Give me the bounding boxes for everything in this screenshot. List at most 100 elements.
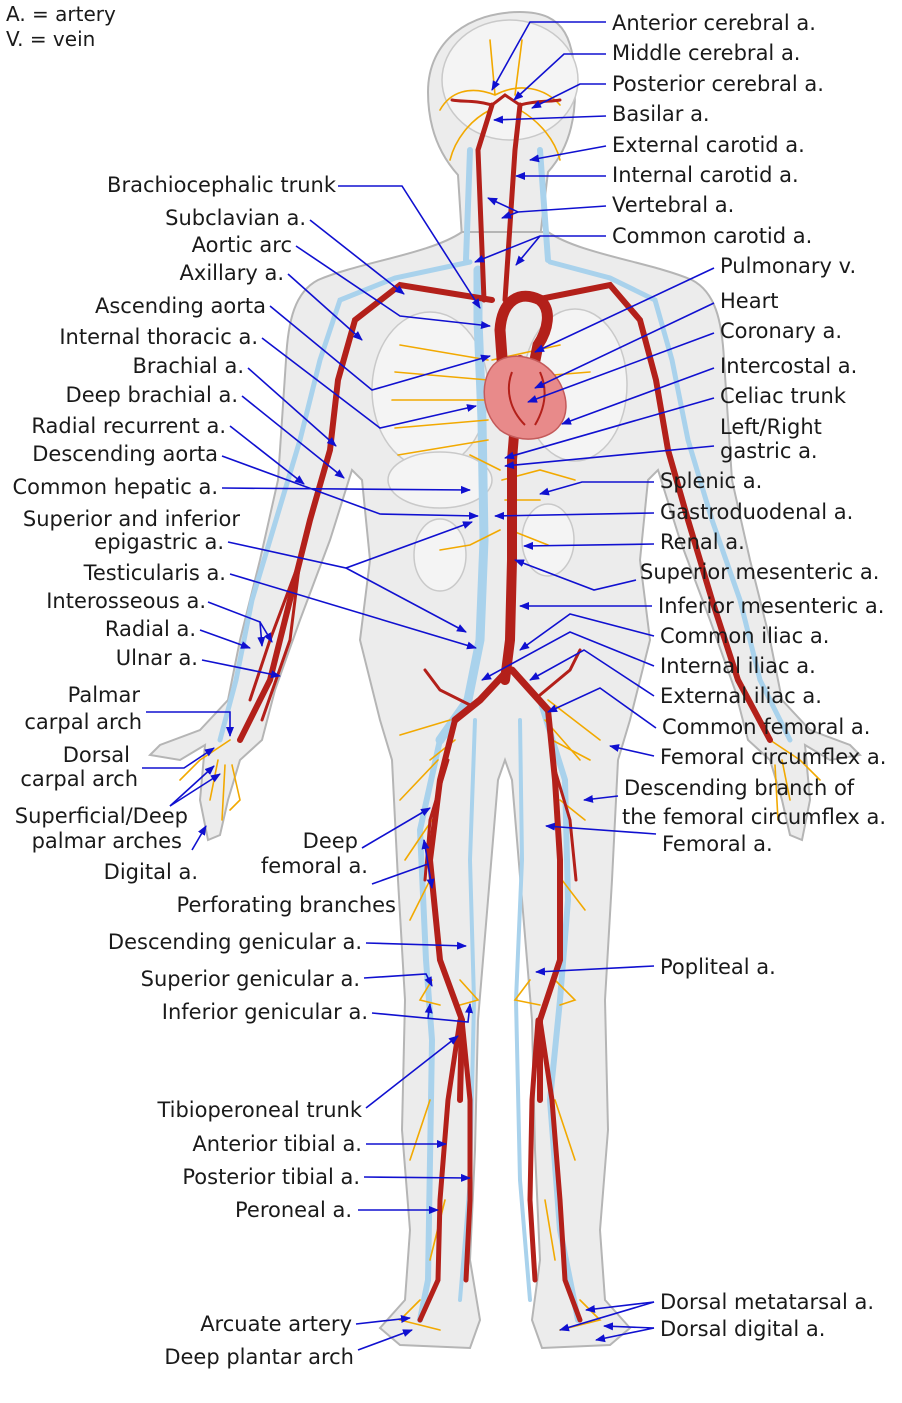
leader-deep-brachial: [241, 395, 345, 479]
leader-dorsal-metatarsal-a: [585, 1301, 655, 1313]
label-digital: Digital a.: [104, 860, 198, 884]
leader-radial: [199, 629, 251, 649]
label-coronary: Coronary a.: [720, 319, 842, 343]
left-lung: [371, 311, 489, 469]
label-dorsal-metatarsal: Dorsal metatarsal a.: [660, 1290, 874, 1314]
label-ulnar: Ulnar a.: [116, 646, 198, 670]
leader-desc-genicular: [365, 941, 467, 950]
leader-testicularis: [229, 573, 477, 650]
leader-radial-recurrent: [229, 425, 305, 485]
leader-common-carotid-b: [515, 235, 541, 266]
leader-dorsal-metatarsal-b: [559, 1301, 655, 1332]
leader-posterior-cerebral: [531, 83, 606, 109]
intercostal-branches: [391, 344, 591, 456]
cerebral-arteries: [450, 93, 562, 107]
label-gastric-line1: Left/Right: [720, 415, 822, 439]
leader-inf-genicular-a: [371, 1003, 473, 1023]
label-deep-brachial: Deep brachial a.: [66, 383, 238, 407]
label-brachial: Brachial a.: [132, 354, 244, 378]
leader-brachial: [247, 367, 337, 447]
leader-pulmonary-v: [534, 267, 715, 353]
labels-right: Anterior cerebral a. Middle cerebral a. …: [612, 11, 886, 1341]
right-kidney: [521, 503, 575, 577]
label-basilar: Basilar a.: [612, 102, 710, 126]
leader-common-iliac: [519, 613, 655, 651]
leader-internal-thoracic: [261, 337, 477, 429]
label-epigastric-line1: Superior and inferior: [23, 507, 240, 531]
leader-heart: [534, 302, 715, 389]
leader-gastric: [504, 445, 715, 470]
label-posterior-cerebral: Posterior cerebral a.: [612, 72, 824, 96]
liver: [387, 451, 493, 509]
label-descending-aorta: Descending aorta: [32, 442, 218, 466]
label-internal-thoracic: Internal thoracic a.: [59, 325, 258, 349]
leader-lines: [142, 21, 715, 1351]
leader-desc-branch: [583, 794, 619, 803]
label-dorsal-carpal-line2: carpal arch: [20, 767, 138, 791]
leader-brachiocephalic: [338, 185, 481, 309]
common-iliac-left: [508, 666, 552, 714]
leader-external-iliac: [529, 649, 655, 697]
label-peroneal: Peroneal a.: [235, 1198, 352, 1222]
leader-common-hepatic: [221, 485, 471, 494]
label-desc-branch-line2: the femoral circumflex a.: [622, 805, 886, 829]
heart-body: [483, 355, 567, 440]
leader-aortic-arc: [295, 245, 491, 329]
label-brachiocephalic: Brachiocephalic trunk: [107, 173, 337, 197]
vena-cava: [435, 265, 489, 745]
label-anterior-tibial: Anterior tibial a.: [192, 1132, 362, 1156]
label-testicularis: Testicularis a.: [83, 561, 226, 585]
label-external-iliac: External iliac a.: [660, 684, 822, 708]
label-heart: Heart: [720, 289, 778, 313]
leader-dorsal-carpal: [142, 747, 215, 769]
leader-popliteal: [535, 965, 655, 976]
arm-vein-left: [547, 259, 793, 743]
leader-posterior-tibial: [363, 1173, 471, 1182]
label-anterior-cerebral: Anterior cerebral a.: [612, 11, 816, 35]
label-intercostal: Intercostal a.: [720, 354, 857, 378]
legend: A. = artery V. = vein: [6, 2, 116, 51]
leader-dorsal-digital-a: [603, 1322, 655, 1331]
leader-gastroduodenal: [494, 511, 655, 520]
jugular-vein-right: [537, 147, 551, 263]
leader-tibioperoneal: [365, 1035, 459, 1109]
abdominal-branches: [439, 454, 576, 551]
jugular-vein-left: [463, 147, 473, 263]
label-axillary: Axillary a.: [180, 261, 284, 285]
label-renal: Renal a.: [660, 530, 745, 554]
leader-arcuate: [355, 1315, 411, 1325]
leader-splenic: [539, 481, 654, 496]
brain: [441, 19, 579, 141]
leader-ulnar: [201, 659, 281, 679]
leader-renal: [523, 541, 655, 550]
label-palmar-arches-line1: Superficial/Deep: [15, 804, 188, 828]
label-gastric-line2: gastric a.: [720, 439, 818, 463]
label-common-iliac: Common iliac a.: [660, 624, 829, 648]
left-kidney: [413, 518, 467, 592]
common-iliac-right: [451, 666, 512, 724]
leg-branches-left: [513, 739, 602, 1331]
label-inf-genicular: Inferior genicular a.: [162, 1000, 368, 1024]
leader-anterior-cerebral: [491, 21, 606, 91]
arm-vein-right: [217, 259, 473, 743]
label-celiac-trunk: Celiac trunk: [720, 384, 847, 408]
tibial-left: [527, 1017, 583, 1323]
leader-palmar-arches-a: [169, 765, 215, 807]
labels-left: Brachiocephalic trunk Subclavian a. Aort…: [12, 173, 396, 1369]
leader-perforating-b: [426, 863, 435, 889]
leader-subclavian: [309, 219, 405, 295]
leader-interosseous-b: [259, 621, 273, 643]
label-radial: Radial a.: [105, 617, 196, 641]
leader-external-carotid: [529, 145, 607, 163]
label-dorsal-carpal-line1: Dorsal: [63, 743, 130, 767]
label-splenic: Splenic a.: [660, 469, 762, 493]
label-palmar-carpal-line2: carpal arch: [24, 710, 142, 734]
leader-internal-iliac: [481, 631, 655, 681]
leader-dorsal-digital-b: [595, 1327, 655, 1343]
leader-inf-genicular-b: [424, 1003, 433, 1019]
label-interosseous: Interosseous a.: [46, 589, 206, 613]
leader-common-femoral: [547, 687, 657, 729]
leader-coronary: [527, 332, 715, 403]
label-internal-carotid: Internal carotid a.: [612, 163, 799, 187]
